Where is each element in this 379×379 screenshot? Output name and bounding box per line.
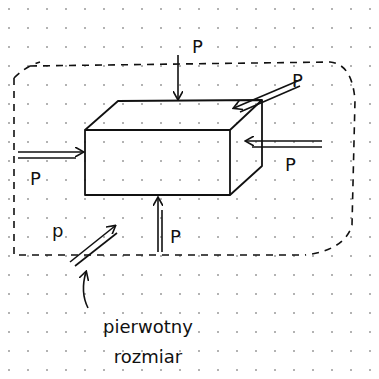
- pressure-label: p: [52, 220, 63, 241]
- pressure-label: P: [192, 36, 203, 57]
- pressure-label: P: [292, 70, 303, 91]
- note-text: pierwotny rozmiar: [96, 312, 200, 372]
- block: [85, 100, 262, 195]
- pressure-label: P: [30, 168, 41, 189]
- pressure-arrows: [18, 55, 322, 266]
- original-size-outline: [14, 62, 355, 255]
- pressure-label: P: [170, 226, 181, 247]
- pressure-label: P: [285, 154, 296, 175]
- pointer-arrow: [83, 272, 88, 308]
